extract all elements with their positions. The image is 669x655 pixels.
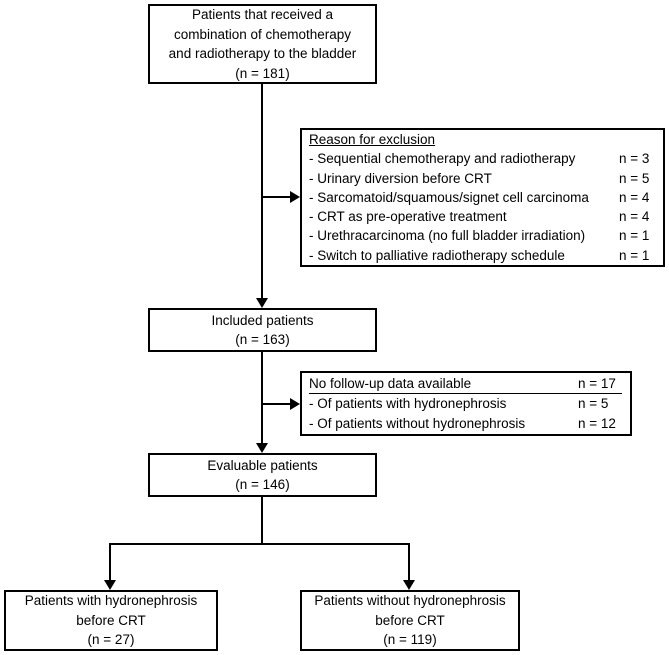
box-text-line: and radiotherapy to the bladder: [168, 46, 357, 61]
connector-split-to-right: [408, 545, 410, 580]
box-text-line: (n = 27): [87, 632, 135, 648]
no-followup-box: No follow-up data available n = 17 - Of …: [300, 371, 632, 436]
exclusion-row-label: - Urethracarcinoma (no full bladder irra…: [309, 228, 586, 244]
exclusion-row-count: n = 1: [619, 247, 650, 263]
box-text-line: (n = 181): [235, 65, 290, 81]
box-text-line: Evaluable patients: [207, 457, 318, 473]
exclusion-row-count: n = 3: [619, 151, 650, 167]
connector-split-horizontal: [109, 543, 410, 545]
arrowhead-into-followup-icon: [290, 398, 300, 410]
box-text-line: combination of chemotherapy: [173, 26, 352, 42]
exclusion-row: - CRT as pre-operative treatment n = 4: [309, 207, 653, 226]
exclusion-row-label: - CRT as pre-operative treatment: [309, 209, 507, 225]
followup-row-count: n = 12: [578, 415, 616, 431]
box-text-line: Patients without hydronephrosis: [314, 593, 506, 609]
followup-row-count: n = 5: [578, 396, 609, 412]
followup-row-label: - Of patients without hydronephrosis: [309, 415, 526, 431]
box-text-line: Patients with hydronephrosis: [24, 593, 198, 609]
exclusion-row-label: - Sarcomatoid/squamous/signet cell carci…: [309, 189, 589, 205]
box-text-line: before CRT: [375, 612, 445, 628]
connector-included-to-evaluable: [261, 352, 263, 443]
box-text-line: before CRT: [76, 612, 146, 628]
box-text-line: Patients that received a: [191, 7, 334, 22]
with-hydronephrosis-box: Patients with hydronephrosis before CRT …: [4, 590, 218, 651]
connector-top-to-included: [261, 84, 263, 298]
exclusion-row-count: n = 4: [619, 189, 650, 205]
exclusion-row: - Urinary diversion before CRT n = 5: [309, 169, 653, 188]
exclusion-row: - Sarcomatoid/squamous/signet cell carci…: [309, 188, 653, 207]
connector-branch-exclusion: [262, 196, 290, 198]
followup-header-row: No follow-up data available n = 17: [309, 374, 622, 395]
exclusion-row-count: n = 5: [619, 170, 650, 186]
exclusion-row: - Sequential chemotherapy and radiothera…: [309, 149, 653, 168]
included-patients-box: Included patients (n = 163): [148, 308, 377, 352]
exclusion-row-count: n = 4: [619, 209, 650, 225]
box-text-line: (n = 119): [383, 632, 437, 648]
without-hydronephrosis-box: Patients without hydronephrosis before C…: [300, 590, 520, 651]
followup-row: - Of patients without hydronephrosis n =…: [309, 414, 622, 434]
exclusion-row-count: n = 1: [619, 228, 650, 244]
exclusion-reasons-box: Reason for exclusion - Sequential chemot…: [300, 128, 665, 267]
arrowhead-into-bottom-left-icon: [104, 580, 116, 590]
arrowhead-into-included-icon: [256, 298, 268, 308]
exclusion-row: - Switch to palliative radiotherapy sche…: [309, 246, 653, 265]
connector-evaluable-to-split: [261, 497, 263, 545]
followup-row-label: - Of patients with hydronephrosis: [309, 396, 507, 412]
box-text-line: Included patients: [211, 312, 314, 328]
evaluable-patients-box: Evaluable patients (n = 146): [148, 453, 377, 497]
connector-branch-followup: [262, 403, 290, 405]
arrowhead-into-bottom-right-icon: [403, 580, 415, 590]
top-box-patients-received-crt: Patients that received a combination of …: [148, 4, 377, 84]
arrowhead-into-evaluable-icon: [256, 443, 268, 453]
box-text-line: (n = 146): [235, 477, 290, 492]
followup-header-label: No follow-up data available: [309, 375, 472, 391]
exclusion-row-label: - Sequential chemotherapy and radiothera…: [309, 151, 576, 167]
followup-header-count: n = 17: [578, 375, 616, 391]
exclusion-row-label: - Switch to palliative radiotherapy sche…: [309, 247, 565, 263]
arrowhead-into-exclusion-icon: [290, 191, 300, 203]
exclusion-row-label: - Urinary diversion before CRT: [309, 170, 492, 186]
exclusion-title: Reason for exclusion: [309, 132, 436, 148]
connector-split-to-left: [109, 545, 111, 580]
followup-row: - Of patients with hydronephrosis n = 5: [309, 394, 622, 414]
box-text-line: (n = 163): [235, 332, 290, 347]
exclusion-row: - Urethracarcinoma (no full bladder irra…: [309, 226, 653, 245]
